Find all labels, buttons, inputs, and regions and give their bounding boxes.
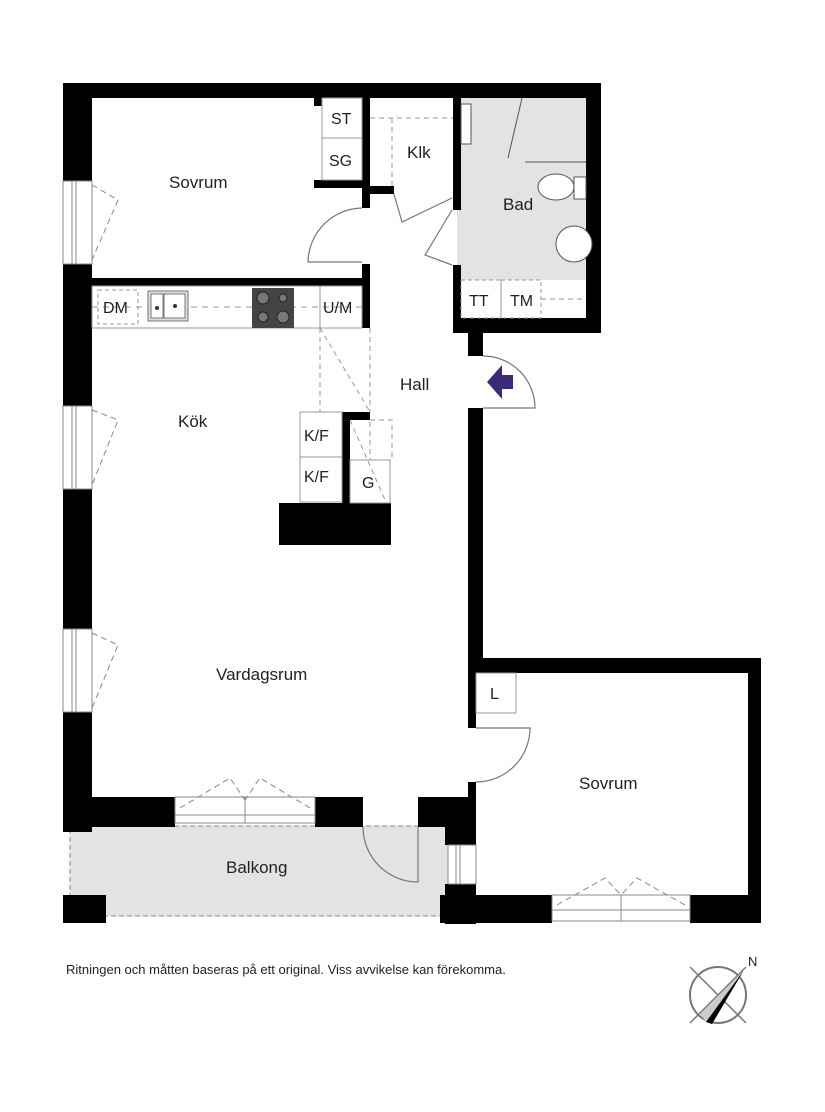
room-label-bad: Bad [503, 195, 533, 214]
fixture-label-l: L [490, 686, 499, 703]
disclaimer-text: Ritningen och måtten baseras på ett orig… [66, 962, 506, 977]
fixture-label-kf-2: K/F [304, 469, 329, 486]
windows [62, 180, 691, 922]
entrance-arrow-icon [487, 365, 513, 399]
room-label-kok: Kök [178, 412, 208, 431]
fixture-label-sg: SG [329, 153, 352, 170]
kitchen-sink-icon [147, 290, 189, 322]
window-swings [91, 184, 686, 906]
stove-icon [252, 288, 294, 328]
fixture-label-st: ST [331, 111, 352, 128]
fixture-label-dm: DM [103, 300, 128, 317]
room-label-sovrum-right: Sovrum [579, 774, 638, 793]
fixture-label-tt: TT [469, 293, 489, 310]
fixture-label-g: G [362, 475, 374, 492]
room-label-sovrum-top: Sovrum [169, 173, 228, 192]
fixture-label-tm: TM [510, 293, 533, 310]
fixture-label-kf-1: K/F [304, 428, 329, 445]
room-label-vardagsrum: Vardagsrum [216, 665, 307, 684]
fixture-outlines [91, 97, 586, 714]
walls [63, 83, 761, 924]
compass-north-label: N [748, 954, 757, 969]
bathroom-fixtures [460, 97, 593, 263]
doors [307, 193, 536, 883]
room-label-balkong: Balkong [226, 858, 287, 877]
fixture-label-um: U/M [323, 300, 352, 317]
compass-icon: N [689, 954, 757, 1024]
room-label-klk: Klk [407, 143, 431, 162]
room-label-hall: Hall [400, 375, 429, 394]
